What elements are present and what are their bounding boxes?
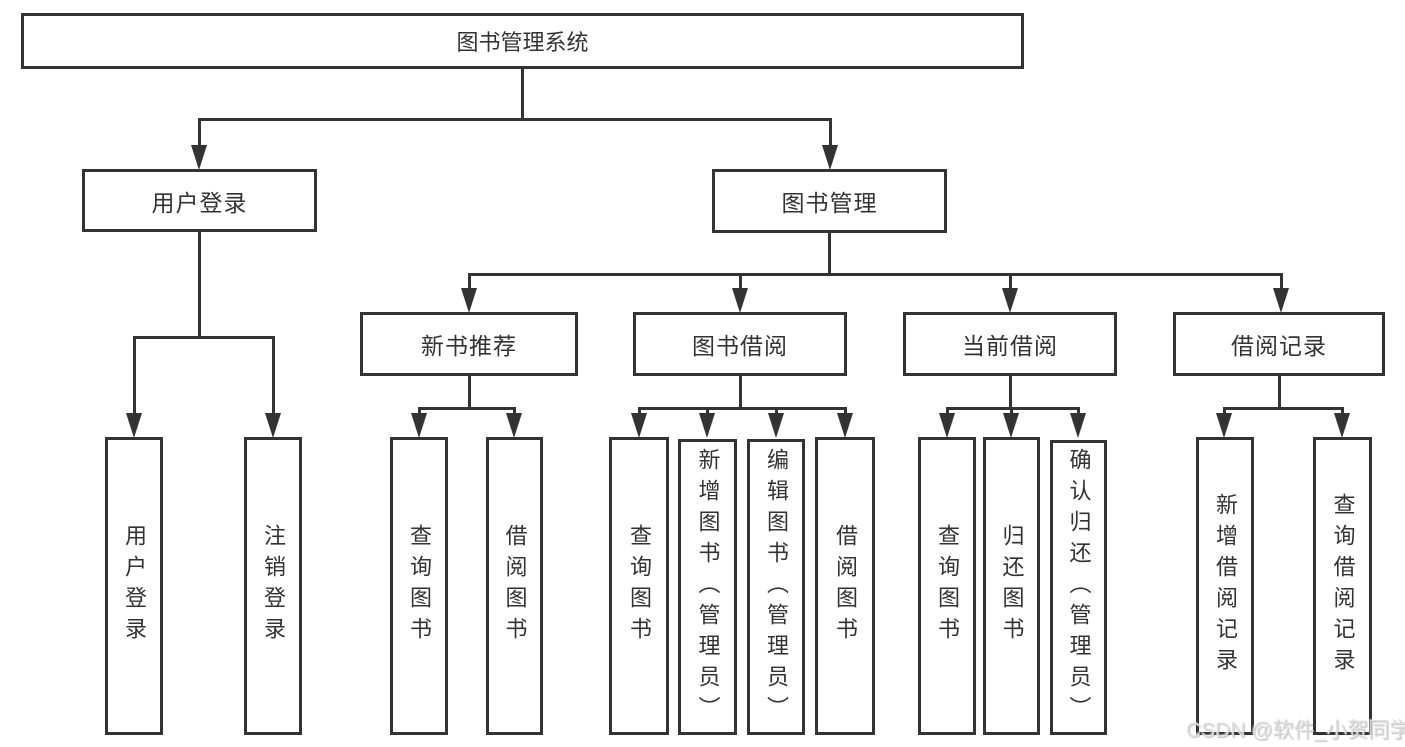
leaf-user-login: 用户登录 [105,437,163,735]
node-label: 当前借阅 [962,333,1058,359]
node-label: 图书管理 [781,190,878,216]
node-book-management: 图书管理 [712,169,947,233]
leaf-query-books-3: 查询图书 [918,437,976,735]
connector-leaf-stem [1341,407,1344,417]
connector-leaf-stem [1223,407,1226,417]
leaf-label: 编辑图书（管理员） [764,447,789,727]
connector-leaf-stem [513,407,516,417]
connector-current-borrow-stub [1009,376,1012,410]
node-label: 图书借阅 [692,333,788,359]
connector-borrow-records-stub [1278,376,1281,410]
leaf-label: 归还图书 [999,524,1025,648]
leaf-query-books-1: 查询图书 [390,437,448,735]
leaf-logout: 注销登录 [244,437,302,735]
arrow-down-icon [461,288,477,313]
arrow-down-icon [939,413,955,438]
leaf-return-books: 归还图书 [983,437,1040,735]
arrow-down-icon [732,288,748,313]
connector-new-books-stub [468,376,471,410]
arrow-down-icon [126,413,142,438]
connector-stem-logout-leaf [272,336,275,415]
connector-stem-borrow-records [1280,273,1283,291]
leaf-label: 借阅图书 [502,524,528,648]
connector-leaf-stem [706,407,709,417]
connector-current-borrow-branch [946,407,1080,410]
arrow-down-icon [1334,413,1350,438]
connector-leaf-stem [844,407,847,417]
node-current-borrowing: 当前借阅 [903,312,1117,376]
arrow-down-icon [699,413,715,438]
connector-level2-branch [198,118,832,121]
leaf-label: 注销登录 [261,524,286,648]
connector-user-login-branch [133,336,275,339]
arrow-down-icon [631,413,647,438]
arrow-down-icon [822,145,838,170]
arrow-down-icon [1273,288,1289,313]
connector-book-borrow-stub [739,376,742,410]
connector-leaf-stem [1010,407,1013,417]
arrow-down-icon [191,145,207,170]
connector-leaf-stem [1077,407,1080,417]
leaf-label: 借阅图书 [833,524,858,648]
leaf-label: 查询图书 [407,524,432,648]
connector-book-mgmt-stub [828,233,831,275]
node-new-book-recommend: 新书推荐 [360,312,578,376]
connector-stem-book-mgmt [829,118,832,146]
arrow-down-icon [837,413,853,438]
leaf-edit-books-admin: 编辑图书（管理员） [747,439,805,735]
connector-leaf-stem [775,407,778,417]
leaf-add-books-admin: 新增图书（管理员） [678,439,737,735]
leaf-label: 用户登录 [122,524,147,648]
connector-book-borrow-branch [638,407,847,410]
leaf-query-borrow-record: 查询借阅记录 [1313,437,1372,735]
connector-leaf-stem [418,407,421,417]
leaf-label: 新增图书（管理员） [695,447,721,727]
arrow-down-icon [506,413,522,438]
leaf-label: 确认归还（管理员） [1066,448,1092,727]
arrow-down-icon [768,413,784,438]
connector-root-stub [521,69,524,119]
node-label: 新书推荐 [421,333,517,359]
leaf-borrow-books-1: 借阅图书 [486,437,543,735]
connector-stem-book-borrow [739,273,742,291]
connector-stem-current-borrow [1009,273,1012,291]
arrow-down-icon [1070,413,1086,438]
connector-user-login-stub [198,232,201,339]
connector-borrow-records-branch [1223,407,1344,410]
arrow-down-icon [1216,413,1232,438]
leaf-query-books-2: 查询图书 [609,437,669,735]
connector-stem-user-login [198,118,201,146]
arrow-down-icon [1002,288,1018,313]
leaf-label: 新增借阅记录 [1213,493,1238,679]
connector-new-books-branch [418,407,516,410]
leaf-label: 查询图书 [627,524,652,648]
arrow-down-icon [1003,413,1019,438]
node-book-management-system: 图书管理系统 [21,13,1024,69]
leaf-label: 查询图书 [935,524,960,648]
connector-leaf-stem [638,407,641,417]
node-label: 借阅记录 [1231,333,1327,359]
node-label: 图书管理系统 [456,30,589,55]
leaf-label: 查询借阅记录 [1330,493,1356,679]
leaf-add-borrow-record: 新增借阅记录 [1196,437,1254,735]
arrow-down-icon [411,413,427,438]
arrow-down-icon [265,413,281,438]
node-borrowing-records: 借阅记录 [1173,312,1385,376]
node-book-borrowing: 图书借阅 [633,312,847,376]
connector-leaf-stem [946,407,949,417]
connector-stem-login-leaf [133,336,136,415]
leaf-confirm-return-admin: 确认归还（管理员） [1050,440,1107,735]
connector-stem-new-books [468,273,471,291]
node-user-login: 用户登录 [82,169,317,232]
connector-level3-branch [468,273,1283,276]
node-label: 用户登录 [151,189,248,216]
leaf-borrow-books-2: 借阅图书 [815,437,875,735]
